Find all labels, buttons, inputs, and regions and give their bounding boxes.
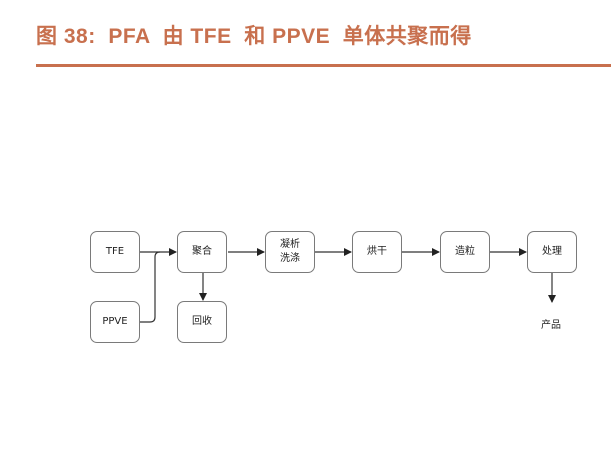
output-product-label: 产品 bbox=[541, 320, 561, 331]
node-polymerize: 聚合 bbox=[177, 231, 227, 273]
node-ppve: PPVE bbox=[90, 301, 140, 343]
node-coagulate-label-1: 凝析 bbox=[280, 239, 300, 250]
figure-title: 图 38: PFA 由 TFE 和 PPVE 单体共聚而得 bbox=[36, 25, 472, 48]
node-ppve-label: PPVE bbox=[102, 316, 128, 327]
node-polymerize-label: 聚合 bbox=[192, 246, 212, 257]
node-tfe: TFE bbox=[90, 231, 140, 273]
node-coagulate-label-2: 洗涤 bbox=[280, 253, 300, 264]
node-dry: 烘干 bbox=[352, 231, 402, 273]
node-pelletize-label: 造粒 bbox=[455, 246, 475, 257]
node-pelletize: 造粒 bbox=[440, 231, 490, 273]
node-recycle: 回收 bbox=[177, 301, 227, 343]
node-recycle-label: 回收 bbox=[192, 316, 212, 327]
node-treat-label: 处理 bbox=[542, 246, 562, 257]
title-divider bbox=[36, 64, 611, 67]
node-treat: 处理 bbox=[527, 231, 577, 273]
node-coagulate-wash: 凝析 洗涤 bbox=[265, 231, 315, 273]
edge-ppve-polymerize bbox=[140, 251, 161, 323]
node-dry-label: 烘干 bbox=[367, 246, 387, 257]
node-tfe-label: TFE bbox=[105, 246, 125, 257]
